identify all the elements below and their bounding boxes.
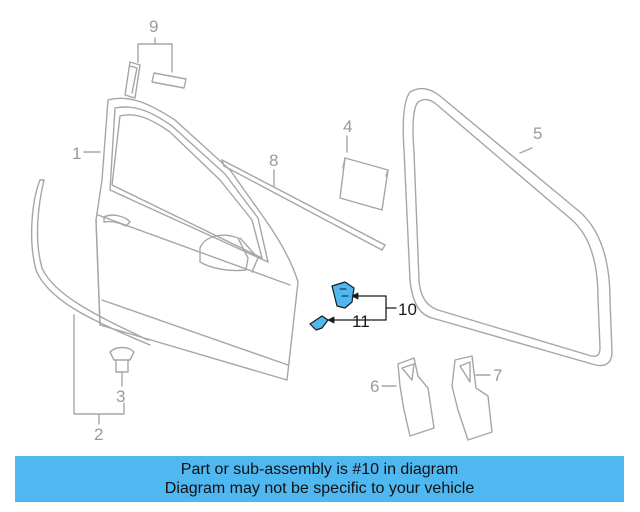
door-seal-part-5 (402, 87, 613, 367)
callout-10: 10 (398, 300, 417, 319)
callout-5: 5 (533, 124, 543, 143)
pillar-trim-part-7 (451, 355, 493, 441)
parts-diagram (30, 37, 613, 441)
banner-line-2: Diagram may not be specific to your vehi… (164, 480, 475, 497)
callout-3: 3 (116, 387, 126, 406)
pillar-trim-part-6 (381, 357, 435, 437)
callout-8: 8 (269, 151, 279, 170)
callout-2: 2 (94, 425, 104, 444)
bracket-part-10[interactable] (331, 281, 355, 309)
weatherstrip-part-2 (30, 179, 151, 425)
callout-11: 11 (352, 312, 370, 331)
callout-7: 7 (493, 366, 503, 385)
bolt-part-11[interactable] (309, 315, 329, 331)
callout-4: 4 (343, 117, 353, 136)
callout-1: 1 (72, 144, 82, 163)
callout-6: 6 (370, 377, 380, 396)
clip-part-3 (109, 346, 135, 387)
highlighted-parts-10-11[interactable] (309, 281, 397, 331)
door-shell-part-1 (83, 97, 299, 381)
banner-line-1: Part or sub-assembly is #10 in diagram (180, 461, 459, 478)
belt-molding-part-8 (221, 159, 386, 251)
info-banner: Part or sub-assembly is #10 in diagram D… (15, 456, 624, 502)
trim-strips-part-9 (124, 37, 187, 99)
callout-9: 9 (149, 17, 159, 36)
pad-part-4 (339, 135, 389, 211)
